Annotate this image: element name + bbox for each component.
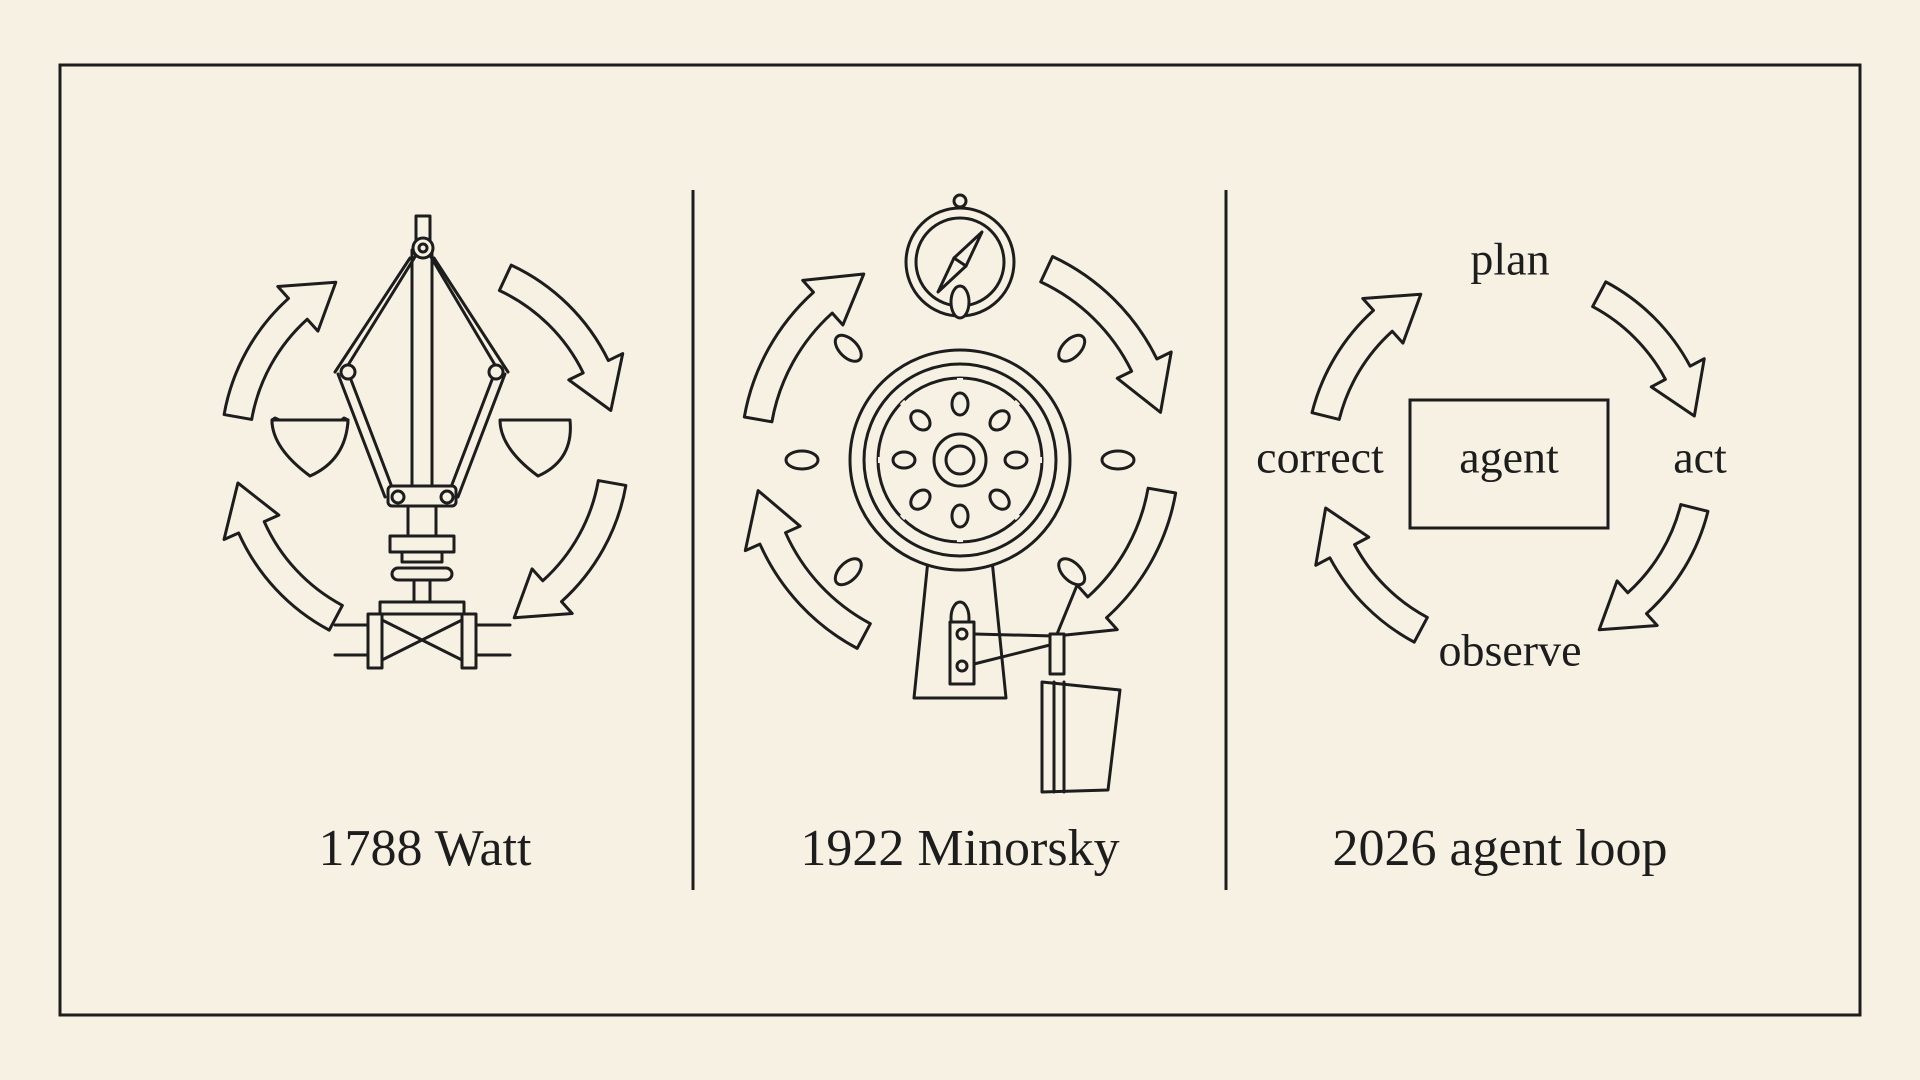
outer-frame <box>58 63 1862 1017</box>
panel-watt: 1788 Watt <box>222 214 628 877</box>
wheel-spoke <box>976 399 1021 444</box>
ship-wheel-icon <box>784 284 1136 794</box>
feedback-arrow-2 <box>1054 486 1178 638</box>
plan-label: plan <box>1470 234 1549 285</box>
feedback-arrow-3 <box>743 489 872 650</box>
feedback-arrow-4 <box>742 272 866 424</box>
correct-label: correct <box>1256 432 1384 483</box>
feedback-arrows-watt <box>222 263 628 632</box>
caption-agent-loop: 2026 agent loop <box>1332 820 1667 877</box>
feedback-arrow-1 <box>1039 255 1173 414</box>
caption-minorsky: 1922 Minorsky <box>800 820 1119 877</box>
feedback-arrows-minorsky <box>742 255 1178 650</box>
feedback-arrow-2 <box>1597 503 1710 632</box>
feedback-arrow-4 <box>222 280 338 421</box>
wheel-handle <box>784 449 855 471</box>
centrifugal-governor-icon <box>270 214 572 670</box>
feedback-arrows-agent <box>1310 280 1710 644</box>
wheel-handle <box>1033 333 1087 387</box>
agent-loop-icon: agent plan act observe correct <box>1256 234 1727 676</box>
wheel-spoke <box>976 476 1021 521</box>
caption-watt: 1788 Watt <box>319 820 533 877</box>
observe-label: observe <box>1438 625 1581 676</box>
agent-label: agent <box>1459 432 1559 483</box>
agent-box <box>1408 398 1610 530</box>
wheel-handle <box>1065 449 1136 471</box>
wheel-spoke <box>899 476 944 521</box>
panel-agent-loop: agent plan act observe correct 2026 agen… <box>1256 234 1727 877</box>
feedback-arrow-4 <box>1310 292 1423 421</box>
act-label: act <box>1673 432 1727 483</box>
feedback-arrow-2 <box>512 479 628 620</box>
wheel-spoke <box>950 484 970 544</box>
wheel-spoke <box>950 376 970 436</box>
wheel-spoke <box>899 399 944 444</box>
wheel-handle <box>1033 533 1087 587</box>
wheel-handle <box>833 533 887 587</box>
wheel-handle <box>949 284 971 355</box>
wheel-spoke <box>876 450 936 470</box>
wheel-spoke <box>984 450 1044 470</box>
feedback-arrow-3 <box>222 481 344 632</box>
panel-minorsky: 1922 Minorsky <box>742 193 1178 877</box>
wheel-handle <box>833 333 887 387</box>
feedback-arrow-1 <box>1591 280 1706 418</box>
feedback-arrow-3 <box>1314 506 1429 644</box>
feedback-arrow-1 <box>497 263 625 412</box>
